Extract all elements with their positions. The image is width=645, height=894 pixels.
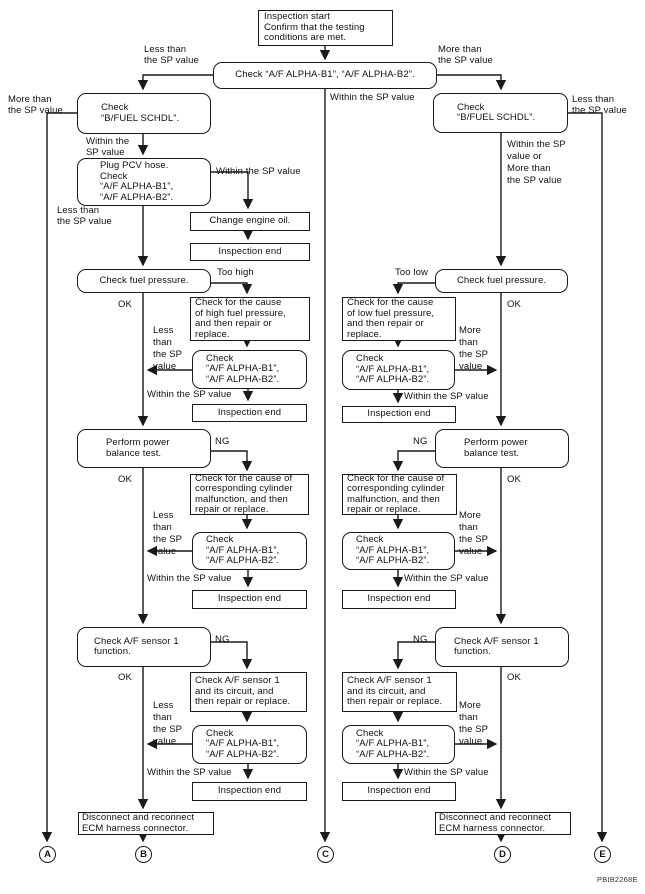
- node-check-af-left-2: Check “A/F ALPHA-B1”, “A/F ALPHA-B2”.: [192, 532, 307, 570]
- label-within-or-more-right: Within the SP value or More than the SP …: [507, 139, 566, 186]
- node-check-fuel-pressure-left: Check fuel pressure.: [77, 269, 211, 293]
- node-ecm-reconnect-left: Disconnect and reconnect ECM harness con…: [78, 812, 214, 835]
- node-cause-cylinder-right: Check for the cause of corresponding cyl…: [342, 473, 457, 515]
- node-inspection-end-5: Inspection end: [342, 406, 456, 423]
- label-less-than-sp-top-left: Less than the SP value: [144, 44, 199, 66]
- label-within-sp-right-3: Within the SP value: [404, 767, 489, 778]
- node-check-af-sensor-left: Check A/F sensor 1 function.: [77, 627, 211, 667]
- label-within-sp-left-3: Within the SP value: [147, 767, 232, 778]
- node-check-bfuel-right: Check “B/FUEL SCHDL”.: [433, 93, 568, 133]
- label-more-than-sp-far-left: More than the SP value: [8, 94, 63, 116]
- label-within-sp-right-1: Within the SP value: [404, 391, 489, 402]
- node-check-af-left-1: Check “A/F ALPHA-B1”, “A/F ALPHA-B2”.: [192, 350, 307, 389]
- label-ng-left-1: NG: [215, 436, 230, 447]
- label-more-sp-right-1: More than the SP value: [459, 325, 489, 372]
- node-power-balance-right: Perform power balance test.: [435, 429, 569, 468]
- node-cause-low-fuel: Check for the cause of low fuel pressure…: [342, 297, 456, 341]
- node-plug-pcv: Plug PCV hose. Check “A/F ALPHA-B1”, “A/…: [77, 158, 211, 206]
- node-check-bfuel-left: Check “B/FUEL SCHDL”.: [77, 93, 211, 134]
- node-ecm-reconnect-right: Disconnect and reconnect ECM harness con…: [435, 812, 571, 835]
- figure-code: PBIB2268E: [597, 875, 638, 884]
- label-ok-left-3: OK: [118, 672, 132, 683]
- label-less-sp-left-3: Less than the SP value: [153, 700, 183, 747]
- terminal-d: D: [494, 846, 511, 863]
- label-within-sp-left-1: Within the SP value: [147, 389, 232, 400]
- node-inspection-start: Inspection start Confirm that the testin…: [258, 10, 393, 46]
- node-check-af-sensor-right: Check A/F sensor 1 function.: [435, 627, 569, 667]
- label-ok-right-1: OK: [507, 299, 521, 310]
- node-inspection-end-2: Inspection end: [192, 404, 307, 422]
- terminal-e: E: [594, 846, 611, 863]
- label-ng-right-1: NG: [413, 436, 428, 447]
- label-ok-right-2: OK: [507, 474, 521, 485]
- label-more-sp-right-2: More than the SP value: [459, 510, 489, 557]
- label-ok-left-1: OK: [118, 299, 132, 310]
- label-too-high: Too high: [217, 267, 254, 278]
- label-too-low: Too low: [395, 267, 428, 278]
- node-change-engine-oil: Change engine oil.: [190, 212, 310, 231]
- label-less-sp-left-2: Less than the SP value: [153, 510, 183, 557]
- node-check-fuel-pressure-right: Check fuel pressure.: [435, 269, 568, 293]
- node-af-sensor-circuit-left: Check A/F sensor 1 and its circuit, and …: [190, 672, 307, 712]
- node-inspection-end-3: Inspection end: [192, 590, 307, 609]
- terminal-a: A: [39, 846, 56, 863]
- label-within-sp-left-2: Within the SP value: [147, 573, 232, 584]
- node-check-af-left-3: Check “A/F ALPHA-B1”, “A/F ALPHA-B2”.: [192, 725, 307, 764]
- node-af-sensor-circuit-right: Check A/F sensor 1 and its circuit, and …: [342, 672, 457, 712]
- node-check-af-alpha-main: Check “A/F ALPHA-B1”, “A/F ALPHA-B2”.: [213, 62, 437, 89]
- label-less-sp-left-1: Less than the SP value: [153, 325, 183, 372]
- label-less-than-sp-left-plug: Less than the SP value: [57, 205, 112, 227]
- label-within-sp-plug-pcv: Within the SP value: [216, 166, 301, 177]
- node-cause-high-fuel: Check for the cause of high fuel pressur…: [190, 297, 310, 341]
- node-inspection-end-4: Inspection end: [192, 782, 307, 801]
- label-more-than-sp-top-right: More than the SP value: [438, 44, 493, 66]
- node-check-af-right-3: Check “A/F ALPHA-B1”, “A/F ALPHA-B2”.: [342, 725, 455, 764]
- label-within-sp-middle: Within the SP value: [330, 92, 415, 103]
- label-ok-left-2: OK: [118, 474, 132, 485]
- label-ng-left-2: NG: [215, 634, 230, 645]
- node-inspection-end-6: Inspection end: [342, 590, 456, 609]
- connector-lines: [41, 45, 608, 843]
- label-ng-right-2: NG: [413, 634, 428, 645]
- terminal-c: C: [317, 846, 334, 863]
- node-check-af-right-1: Check “A/F ALPHA-B1”, “A/F ALPHA-B2”.: [342, 350, 455, 390]
- label-less-than-sp-far-right: Less than the SP value: [572, 94, 627, 116]
- terminal-b: B: [135, 846, 152, 863]
- label-ok-right-3: OK: [507, 672, 521, 683]
- label-more-sp-right-3: More than the SP value: [459, 700, 489, 747]
- node-check-af-right-2: Check “A/F ALPHA-B1”, “A/F ALPHA-B2”.: [342, 532, 455, 570]
- label-within-sp-right-2: Within the SP value: [404, 573, 489, 584]
- node-inspection-end-7: Inspection end: [342, 782, 456, 801]
- node-inspection-end-1: Inspection end: [190, 243, 310, 261]
- node-cause-cylinder-left: Check for the cause of corresponding cyl…: [190, 473, 309, 515]
- node-power-balance-left: Perform power balance test.: [77, 429, 211, 468]
- label-within-sp-left-bfuel: Within the SP value: [86, 136, 130, 158]
